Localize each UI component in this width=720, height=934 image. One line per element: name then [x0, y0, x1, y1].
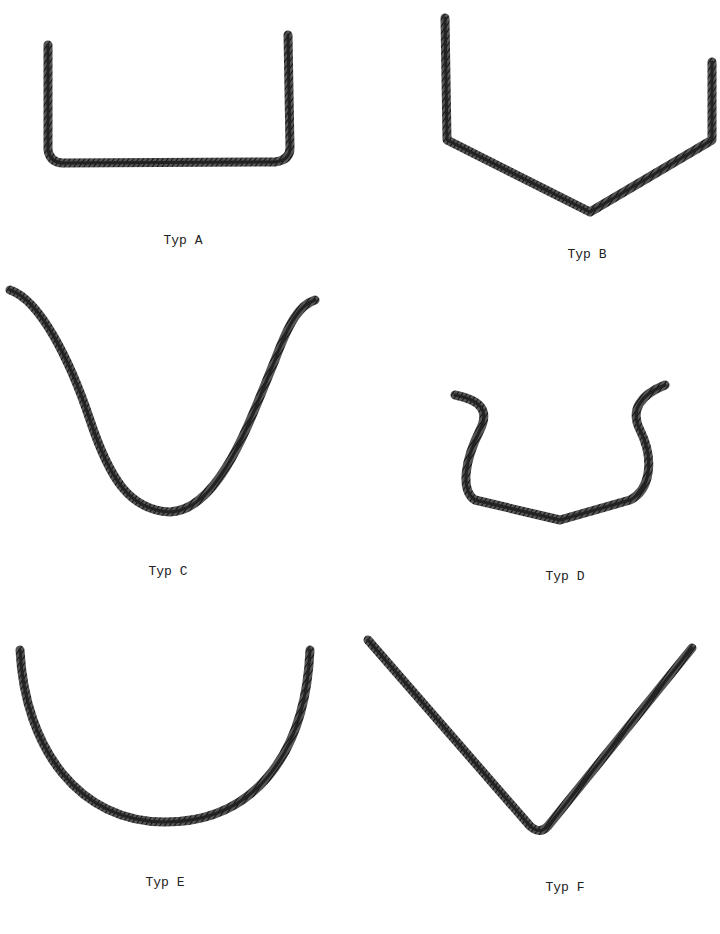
- profile-b: [445, 18, 712, 212]
- profile-d: [455, 385, 665, 520]
- profile-c: [10, 290, 315, 512]
- profile-e: [20, 650, 310, 822]
- type-label: Typ C: [148, 564, 187, 580]
- type-label: Typ A: [163, 233, 202, 249]
- type-label: Typ E: [145, 875, 184, 891]
- type-label: Typ D: [545, 569, 584, 585]
- profile-f: [368, 640, 692, 831]
- type-label: Typ B: [567, 247, 606, 263]
- type-label: Typ F: [545, 880, 584, 896]
- profile-a: [48, 35, 290, 163]
